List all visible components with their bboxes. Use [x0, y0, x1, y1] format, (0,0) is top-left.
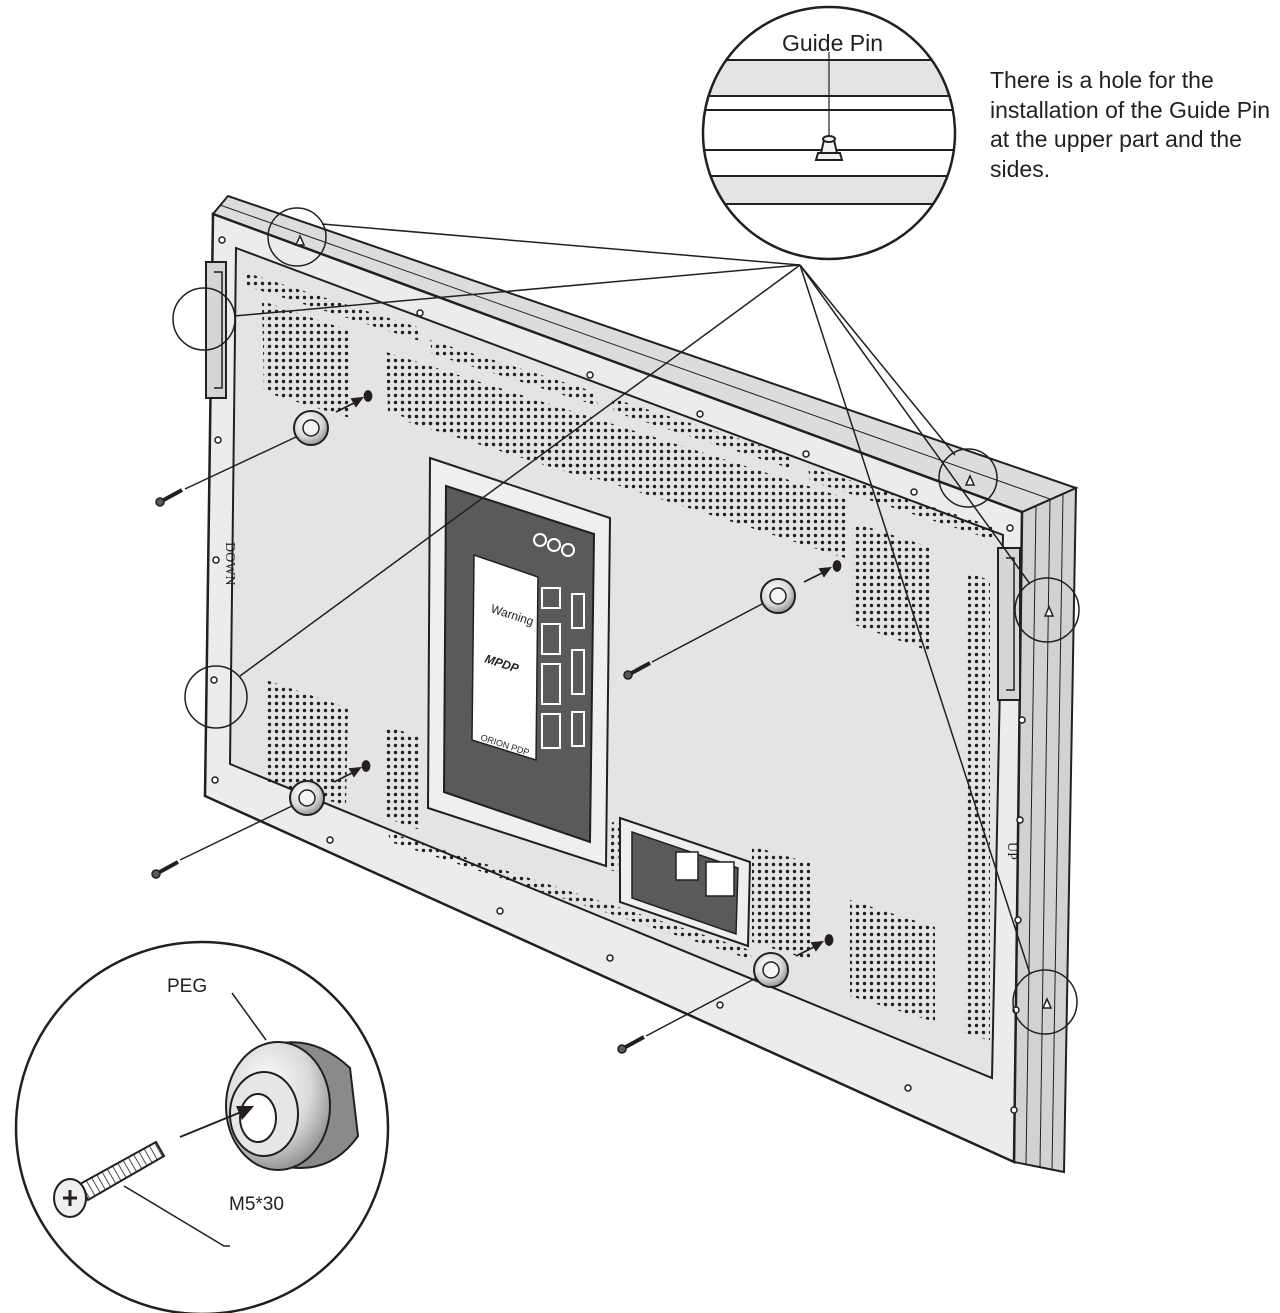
callout-circle-left-lower [184, 665, 248, 729]
screw-2 [151, 860, 179, 879]
frame-rivets [210, 236, 1026, 1114]
callout-circle-left-upper [172, 287, 236, 351]
peg-label: PEG [167, 976, 208, 997]
m5-screw-icon [53, 1140, 166, 1218]
guide-pin-note: There is a hole for the installation of … [990, 67, 1271, 182]
screw-4 [617, 1035, 645, 1054]
peg-bottom-right [753, 952, 789, 988]
down-mark: DOWN [222, 542, 237, 586]
callout-circle-right-lower [1012, 969, 1078, 1035]
callout-circle-top-right [938, 448, 998, 508]
handle-left [205, 261, 227, 399]
pegs-and-screws [151, 390, 842, 1054]
up-mark: UP [1004, 842, 1019, 860]
callout-circle-right-upper [1014, 577, 1080, 643]
guide-pin-callouts [172, 207, 1080, 1035]
peg-bottom-left [289, 780, 325, 816]
monitor-back: Warning MPDP ORION PDP DOWN UP [203, 194, 1079, 1174]
peg-detail-icon [225, 1041, 360, 1171]
peg-zoom [14, 940, 390, 1313]
handle-right [997, 547, 1021, 701]
screw-size-label: M5*30 [229, 1194, 284, 1215]
callout-circle-top-left [267, 207, 327, 267]
connector-recess [426, 456, 612, 868]
power-socket-recess [619, 816, 752, 948]
guide-pin-zoom [701, 5, 957, 261]
peg-top-left [293, 410, 329, 446]
guide-pin-icon [814, 135, 844, 161]
peg-middle-right [760, 578, 796, 614]
vent-grilles [244, 272, 996, 1040]
screw-3 [623, 661, 651, 680]
screw-1 [155, 488, 183, 507]
guide-pin-label: Guide Pin [782, 30, 884, 56]
